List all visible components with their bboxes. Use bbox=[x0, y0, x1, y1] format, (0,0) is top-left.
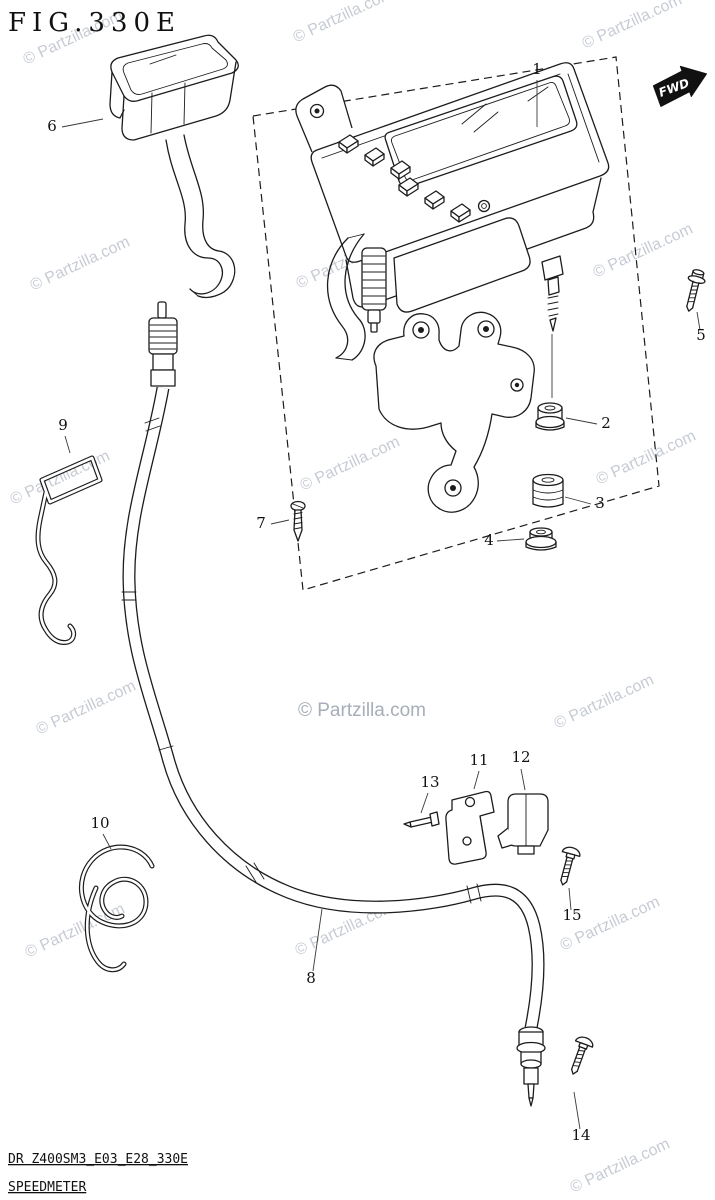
part-label-3[interactable]: 3 bbox=[595, 494, 605, 512]
part-label-14[interactable]: 14 bbox=[571, 1126, 590, 1144]
leader-lines bbox=[61, 80, 701, 1130]
part-label-13[interactable]: 13 bbox=[420, 773, 439, 791]
part-7-screw-drawing bbox=[290, 500, 306, 542]
part-label-10[interactable]: 10 bbox=[90, 814, 109, 832]
part-12-sensor-drawing bbox=[497, 793, 549, 855]
part-label-6[interactable]: 6 bbox=[47, 117, 57, 135]
part-6-cover-drawing bbox=[109, 34, 239, 299]
assembly-boundary-box bbox=[252, 56, 660, 591]
part-1-speedometer-drawing bbox=[295, 62, 610, 398]
part-5-bolt-drawing bbox=[686, 269, 706, 312]
part-8-cable-drawing bbox=[121, 301, 546, 1107]
part-3-cushion-drawing bbox=[532, 473, 564, 508]
part-label-1[interactable]: 1 bbox=[532, 60, 542, 78]
figure-title: FIG.330E bbox=[8, 8, 181, 38]
part-label-2[interactable]: 2 bbox=[601, 414, 611, 432]
meter-bracket-drawing bbox=[373, 311, 535, 513]
part-2-grommet-drawing bbox=[535, 402, 565, 431]
part-labels: 1 2 3 4 5 6 7 8 9 10 11 12 13 14 15 bbox=[47, 60, 706, 1144]
part-11-bracket-drawing bbox=[445, 790, 495, 865]
part-label-15[interactable]: 15 bbox=[562, 906, 581, 924]
part-label-4[interactable]: 4 bbox=[484, 531, 494, 549]
watermark: © Partzilla.com bbox=[298, 700, 426, 721]
part-label-9[interactable]: 9 bbox=[58, 416, 68, 434]
part-9-wire-bracket-drawing bbox=[35, 455, 103, 645]
footer-figure-name: SPEEDMETER bbox=[8, 1180, 86, 1195]
footer: DR Z400SM3_E03_E28_330E SPEEDMETER bbox=[8, 1152, 188, 1195]
footer-part-code: DR Z400SM3_E03_E28_330E bbox=[8, 1152, 188, 1167]
part-4-nut-drawing bbox=[525, 527, 557, 551]
part-label-8[interactable]: 8 bbox=[306, 969, 316, 987]
part-label-5[interactable]: 5 bbox=[696, 326, 706, 344]
part-label-7[interactable]: 7 bbox=[256, 514, 266, 532]
fwd-direction-icon: FWD bbox=[652, 65, 708, 107]
part-label-11[interactable]: 11 bbox=[469, 751, 488, 769]
part-10-clamp-drawing bbox=[78, 844, 155, 973]
part-13-pin-drawing bbox=[403, 811, 440, 828]
part-label-12[interactable]: 12 bbox=[511, 748, 530, 766]
